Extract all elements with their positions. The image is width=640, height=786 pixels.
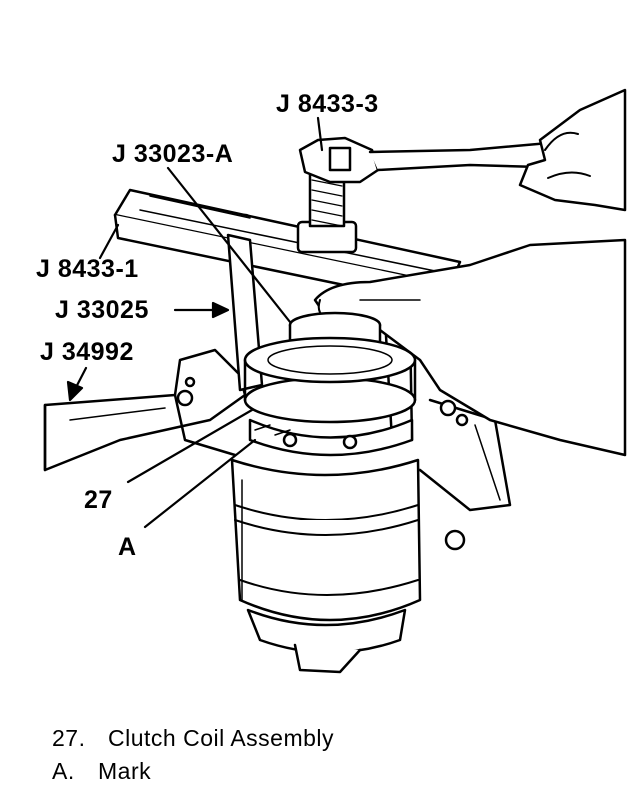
legend-key: A. <box>52 758 75 784</box>
legend-item-27: 27. Clutch Coil Assembly <box>52 727 334 750</box>
legend-key: 27. <box>52 725 86 751</box>
leader-j8433-3 <box>316 116 324 152</box>
legend-text: Mark <box>98 758 152 784</box>
holding-fixture-j34992 <box>43 348 512 512</box>
callout-j8433-3: J 8433-3 <box>276 90 379 118</box>
leader-a <box>143 438 257 529</box>
callout-j8433-1: J 8433-1 <box>36 255 139 283</box>
compressor-body <box>230 458 422 674</box>
legend-text: Clutch Coil Assembly <box>108 725 335 751</box>
hand-pressing-installer <box>313 238 627 457</box>
callout-j33023-a: J 33023-A <box>112 140 234 168</box>
callout-a: A <box>118 533 137 561</box>
callout-27: 27 <box>84 486 113 514</box>
leader-27 <box>126 408 254 484</box>
leader-j33023-a <box>166 166 292 324</box>
leader-lines <box>66 116 324 529</box>
coil-bolts <box>282 432 358 450</box>
leader-j8433-1 <box>98 223 120 260</box>
callout-j33025: J 33025 <box>55 296 149 324</box>
legend-item-a: A. Mark <box>52 760 151 783</box>
hand-holding-wrench <box>518 88 627 212</box>
callout-j34992: J 34992 <box>40 338 134 366</box>
clutch-coil-installation-illustration <box>43 88 627 674</box>
clutch-coil-assembly <box>243 336 417 457</box>
